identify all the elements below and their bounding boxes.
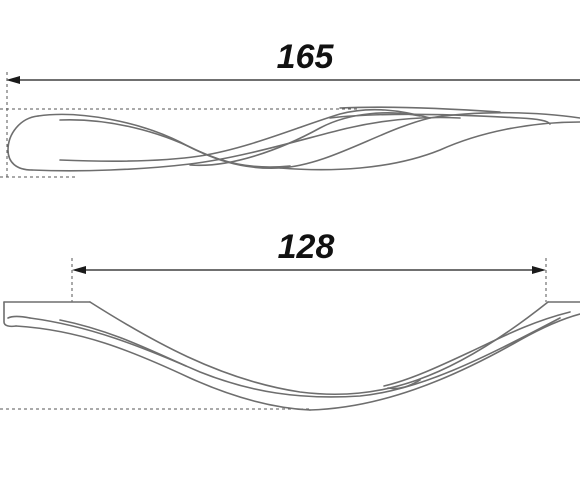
dimension-128: 128 — [72, 228, 546, 274]
dimension-label-165: 165 — [277, 38, 335, 76]
arrowhead-left-128 — [72, 266, 86, 274]
side-view: 128 — [0, 228, 580, 411]
arrowhead-left — [6, 76, 20, 84]
dimension-label-128: 128 — [278, 228, 335, 266]
twisted-handle-outline — [7, 106, 580, 172]
top-view: 165 — [0, 38, 580, 178]
dimension-165: 165 — [6, 38, 580, 84]
arrowhead-right-128 — [532, 266, 546, 274]
curved-handle-outline — [3, 301, 580, 411]
